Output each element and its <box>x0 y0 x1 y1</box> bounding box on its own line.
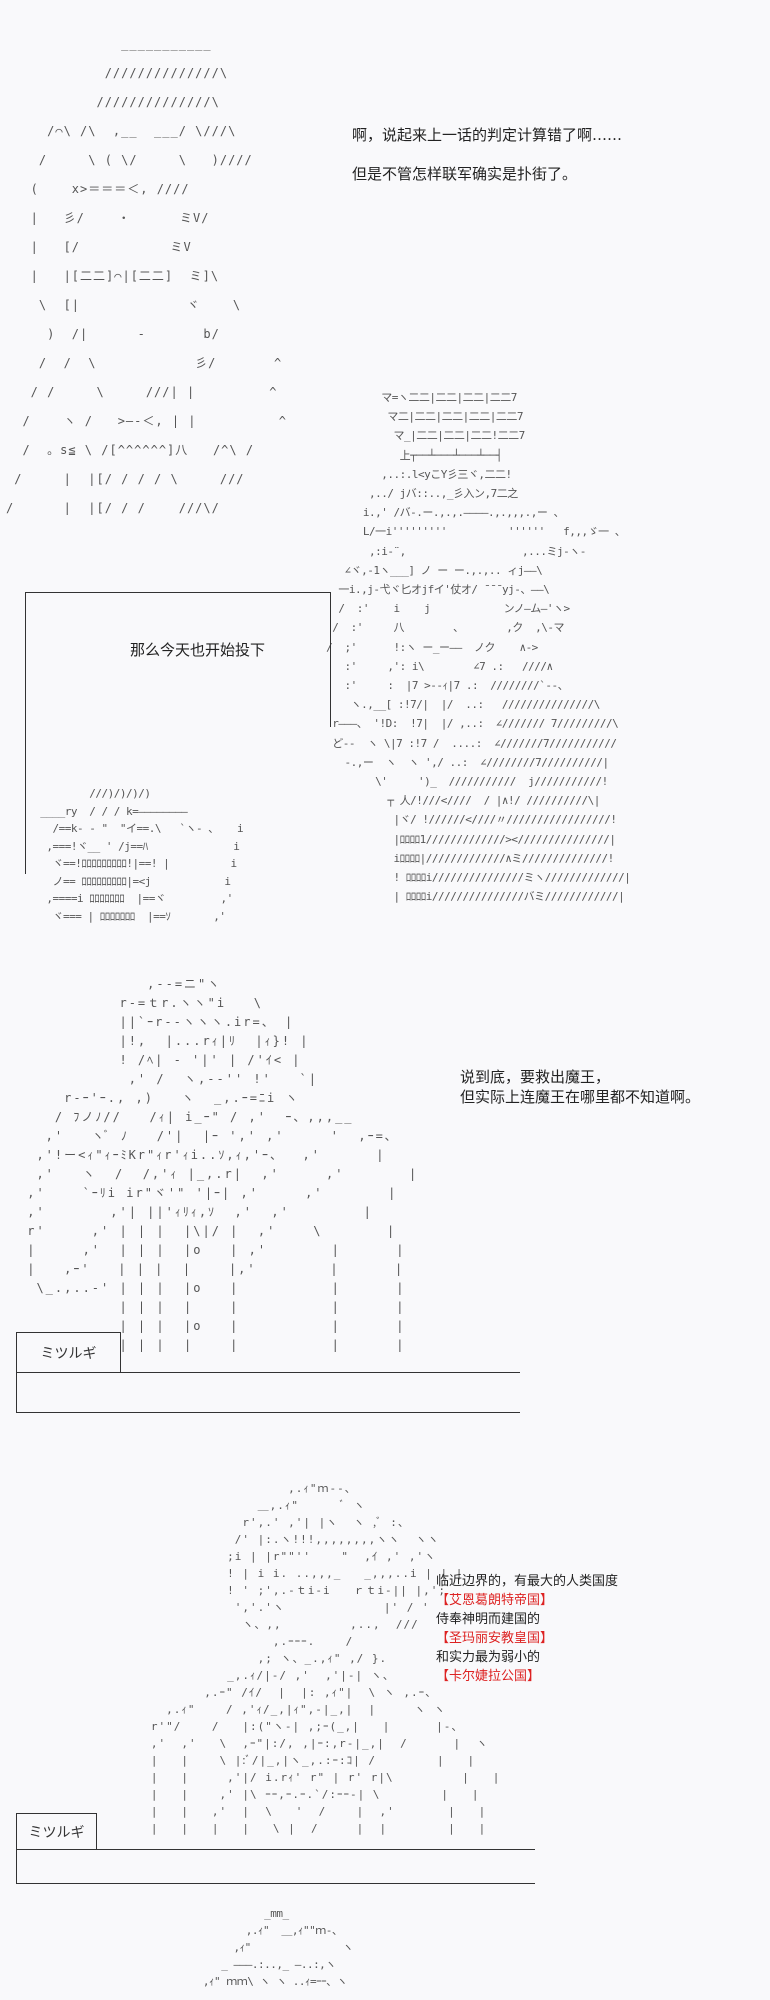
panel-3: ,‐-=ニ"ヽ r‐=ｔr.ヽヽ"i \ ||`ｰr‐‐ヽヽヽ.ir=、 | |… <box>0 950 770 1430</box>
panel-4: ,.ｨ"ｍ-‐、 ＿,.ｨ" ﾞ ヽ r',.' ,'| |ヽ ヽ ,ﾞ :、 … <box>0 1460 770 1900</box>
ascii-art-character-partial: _mm_ ,.ｨ" ＿,ｨ""ｍ-、 ,ｨ" ヽ _ ―――.:..,_ ―..… <box>202 1907 354 1988</box>
textbox-left-line <box>16 1372 17 1412</box>
nation-name-highlight: 【卡尔婕拉公国】 <box>436 1669 541 1684</box>
speaker-name-box: ミツルギ <box>16 1332 121 1373</box>
dialog-line: 但是不管怎样联军确实是扑街了。 <box>352 165 578 183</box>
textbox-top-line <box>16 1372 520 1373</box>
textbox-top-line <box>16 1849 535 1850</box>
panel-1: ___________ //////////////\ ////////////… <box>0 0 770 540</box>
dialog-text-panel-3: 说到底，要救出魔王， 但实际上连魔王在哪里都不知道啊。 <box>460 1067 700 1107</box>
panel-2: マ=ヽ二二|二二|二二|二二7 マ二|二二|二二|二二|二二7 マ_|二二|二二… <box>0 380 770 940</box>
ascii-art-character-suit: ,.ｨ"ｍ-‐、 ＿,.ｨ" ﾞ ヽ r',.' ,'| |ヽ ヽ ,ﾞ :、 … <box>150 1482 501 1835</box>
dialog-text-panel-1: 啊，说起来上一话的判定计算错了啊…… 但是不管怎样联军确实是扑街了。 <box>352 125 622 203</box>
dialog-text-panel-4: 临近边界的，有最大的人类国度 【艾恩葛朗特帝国】 侍奉神明而建国的 【圣玛丽安教… <box>436 1572 618 1686</box>
speaker-name-box: ミツルギ <box>16 1813 97 1850</box>
textbox-left-line <box>16 1849 17 1883</box>
speaker-name: ミツルギ <box>40 1346 97 1362</box>
ascii-art-character-mitsurugi: ,‐-=ニ"ヽ r‐=ｔr.ヽヽ"i \ ||`ｰr‐‐ヽヽヽ.ir=、 | |… <box>27 977 419 1352</box>
nation-name-highlight: 【艾恩葛朗特帝国】 <box>436 1593 554 1608</box>
dialog-text-panel-2: 那么今天也开始投下 <box>130 640 265 660</box>
dialog-line: 侍奉神明而建国的 <box>436 1612 541 1627</box>
dialog-line: 和实力最为弱小的 <box>436 1650 541 1665</box>
textbox-bottom-line <box>16 1412 520 1413</box>
dialog-line: 那么今天也开始投下 <box>130 641 266 659</box>
dialog-line: 但实际上连魔王在哪里都不知道啊。 <box>460 1088 701 1106</box>
ascii-art-character-glasses: ___________ //////////////\ ////////////… <box>6 37 287 515</box>
textbox-bottom-line <box>16 1883 535 1884</box>
speech-frame-right <box>330 592 331 727</box>
dialog-line: 临近边界的，有最大的人类国度 <box>436 1574 619 1589</box>
dialog-line: 说到底，要救出魔王， <box>460 1068 611 1086</box>
ascii-art-character-hat: マ=ヽ二二|二二|二二|二二7 マ二|二二|二二|二二|二二7 マ_|二二|二二… <box>326 391 631 904</box>
nation-name-highlight: 【圣玛丽安教皇国】 <box>436 1631 554 1646</box>
speech-frame-left <box>25 592 26 874</box>
speech-frame-top <box>25 592 330 593</box>
dialog-line: 啊，说起来上一话的判定计算错了啊…… <box>352 126 623 144</box>
ascii-art-hand-switch: ///)/)/)/) ____ry / / / k=―――――――― /==k-… <box>40 787 244 923</box>
speaker-name: ミツルギ <box>28 1825 85 1841</box>
panel-5: _mm_ ,.ｨ" ＿,ｨ""ｍ-、 ,ｨ" ヽ _ ―――.:..,_ ―..… <box>0 1905 770 2000</box>
